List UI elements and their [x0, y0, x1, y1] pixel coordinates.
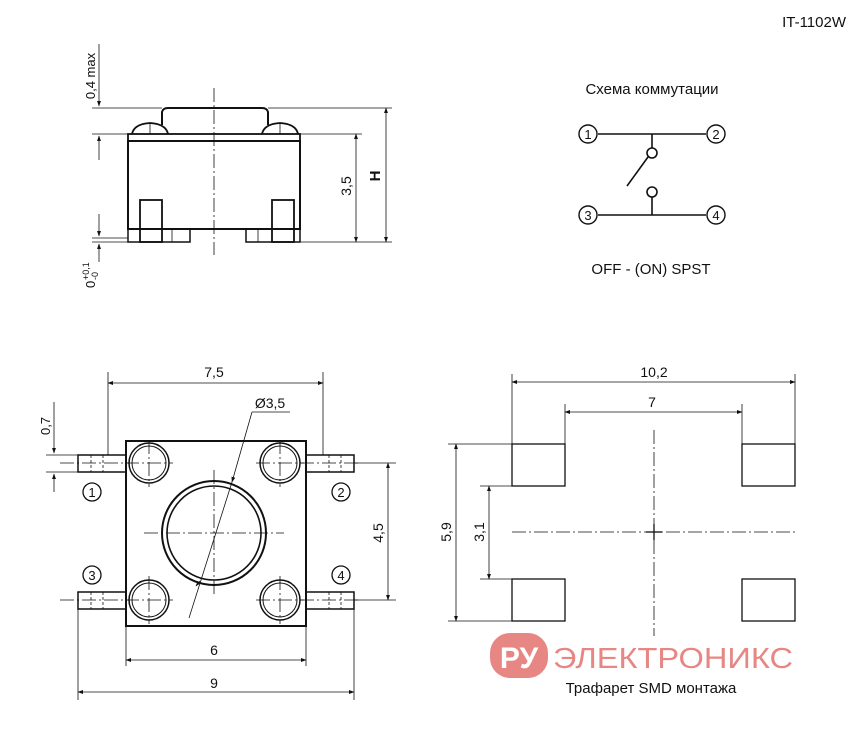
lead-pin-3 [77, 591, 129, 610]
top-view: Ø3,5 1 2 3 4 7,5 0,7 4,5 6 9 [38, 364, 396, 700]
pad-4 [741, 578, 796, 622]
pad-1 [511, 443, 566, 487]
dim-footprint-inner-height: 3,1 [471, 522, 487, 542]
lead-pin-2 [303, 454, 355, 473]
switch-schematic: Схема коммутации 1 2 3 4 OFF - (ON) SPST [578, 81, 726, 278]
switch-lever [626, 156, 649, 187]
schematic-title: Схема коммутации [585, 81, 718, 98]
side-lead-right [271, 199, 295, 243]
watermark-logo: РУ ЭЛЕКТРОНИКС [490, 633, 793, 678]
contact-upper [646, 147, 658, 159]
dim-overall-width: 9 [210, 675, 218, 691]
dim-body-width: 6 [210, 642, 218, 658]
dim-actuator-height: 0,4 max [83, 52, 98, 99]
dim-lead-width: 0,7 [38, 417, 53, 435]
pin-4-label: 4 [337, 568, 344, 583]
dim-lead-span: 7,5 [204, 364, 224, 380]
dim-button-diameter: Ø3,5 [255, 395, 286, 411]
watermark-badge [490, 633, 548, 678]
footprint-caption: Трафарет SMD монтажа [566, 680, 737, 697]
terminal-2-circle [706, 124, 726, 144]
side-lead-left [139, 199, 163, 243]
smd-footprint: 10,2 7 5,9 3,1 Трафарет SMD монтажа [438, 364, 796, 697]
lead-pin-1 [77, 454, 129, 473]
terminal-4-label: 4 [712, 208, 719, 223]
pad-2 [741, 443, 796, 487]
pin-1-label: 1 [88, 485, 95, 500]
dim-standoff-tol-minus: -0 [90, 272, 100, 280]
terminal-2-label: 2 [712, 127, 719, 142]
terminal-3-label: 3 [584, 208, 591, 223]
pin-3-label: 3 [88, 568, 95, 583]
terminal-3-circle [578, 205, 598, 225]
watermark-text: ЭЛЕКТРОНИКС [553, 643, 793, 675]
dim-footprint-inner-width: 7 [648, 394, 656, 410]
side-actuator [161, 107, 269, 125]
schematic-caption: OFF - (ON) SPST [591, 261, 710, 278]
dim-footprint-outer-width: 10,2 [640, 364, 667, 380]
terminal-1-circle [578, 124, 598, 144]
side-view: 0,4 max 0 +0,1 -0 3,5 H [81, 44, 392, 288]
dim-standoff-tol-plus: +0,1 [81, 262, 91, 280]
terminal-4-circle [706, 205, 726, 225]
part-number-label: IT-1102W [782, 14, 847, 31]
dim-pin-pitch: 4,5 [370, 523, 386, 543]
watermark-ru: РУ [500, 642, 539, 675]
dim-footprint-outer-height: 5,9 [438, 522, 454, 542]
dim-body-height: 3,5 [338, 176, 354, 196]
terminal-1-label: 1 [584, 127, 591, 142]
contact-lower [646, 186, 658, 198]
lead-pin-4 [303, 591, 355, 610]
pad-3 [511, 578, 566, 622]
dim-standoff-main: 0 [83, 281, 98, 288]
dim-total-height: H [367, 171, 384, 182]
pin-2-label: 2 [337, 485, 344, 500]
